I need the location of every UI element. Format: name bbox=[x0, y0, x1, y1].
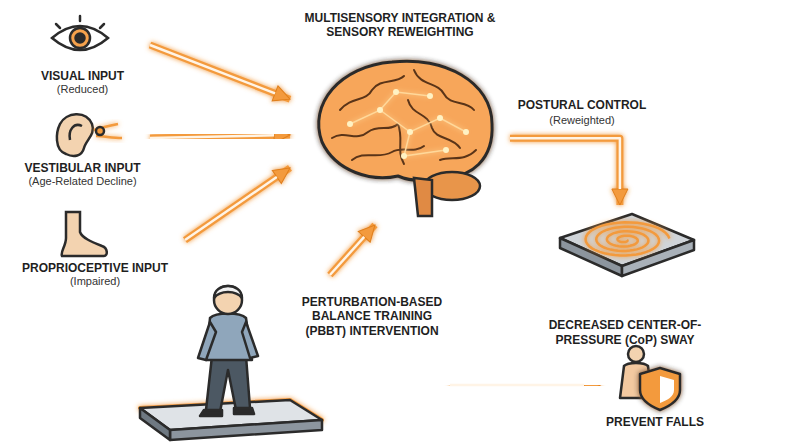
arrow-core bbox=[510, 138, 620, 189]
prevent-falls-icon bbox=[620, 346, 680, 410]
flow-arrow bbox=[150, 45, 290, 99]
node-subtitle: (Impaired) bbox=[70, 275, 120, 289]
pbbt-intervention: PERTURBATION-BASED BALANCE TRAINING (PBB… bbox=[120, 275, 450, 440]
arrow-body bbox=[330, 225, 375, 275]
ear-icon bbox=[57, 114, 122, 156]
sensory-input: VISUAL INPUT(Reduced) bbox=[15, 15, 150, 100]
sensory-input: PROPRIOCEPTIVE INPUT(Impaired) bbox=[5, 210, 185, 292]
arrow-core bbox=[150, 45, 275, 93]
flow-arrow bbox=[510, 138, 620, 205]
arrow-core bbox=[450, 384, 584, 387]
arrow-label: POSTURAL CONTROL bbox=[512, 98, 652, 112]
node-heading: PERTURBATION-BASED BALANCE TRAINING (PBB… bbox=[292, 295, 452, 338]
flow-arrow bbox=[450, 385, 600, 386]
cop-platform bbox=[560, 214, 694, 276]
node-heading: PROPRIOCEPTIVE INPUT bbox=[22, 261, 168, 275]
node-heading: MULTISENSORY INTEGRATION & SENSORY REWEI… bbox=[293, 11, 507, 40]
arrow-body bbox=[150, 45, 290, 99]
node-heading: VISUAL INPUT bbox=[41, 69, 124, 83]
node-heading: VESTIBULAR INPUT bbox=[24, 161, 140, 175]
node-subtitle: (Reduced) bbox=[57, 83, 108, 97]
flow-arrow bbox=[185, 168, 290, 240]
sway-spiral bbox=[586, 222, 670, 255]
arrow-core bbox=[150, 135, 274, 138]
brain-illustration bbox=[319, 61, 492, 216]
node-subtitle: (Age-Related Decline) bbox=[28, 175, 136, 189]
arrow-core bbox=[330, 237, 364, 275]
flow-arrow bbox=[150, 135, 290, 138]
sensory-input: VESTIBULAR INPUT(Age-Related Decline) bbox=[15, 112, 150, 192]
arrow-core bbox=[185, 177, 277, 240]
foot-icon bbox=[62, 212, 107, 256]
fall-prevention: PREVENT FALLS bbox=[600, 340, 710, 432]
arrow-body bbox=[450, 382, 600, 389]
arrow-sublabel: (Reweighted) bbox=[512, 114, 652, 128]
flow-arrow bbox=[330, 225, 375, 275]
cop-outcome: DECREASED CENTER-OF-PRESSURE (CoP) SWAY bbox=[540, 205, 710, 350]
arrow-body bbox=[150, 135, 290, 138]
node-heading: PREVENT FALLS bbox=[606, 415, 704, 429]
arrow-body bbox=[185, 168, 290, 240]
spiral-stroke bbox=[586, 222, 670, 255]
older-adult-figure bbox=[198, 286, 258, 416]
node-heading: DECREASED CENTER-OF-PRESSURE (CoP) SWAY bbox=[543, 318, 707, 347]
arrow-body bbox=[510, 138, 620, 205]
training-platform bbox=[140, 400, 322, 440]
eye-icon bbox=[52, 16, 108, 50]
integration-brain: MULTISENSORY INTEGRATION & SENSORY REWEI… bbox=[290, 8, 510, 225]
